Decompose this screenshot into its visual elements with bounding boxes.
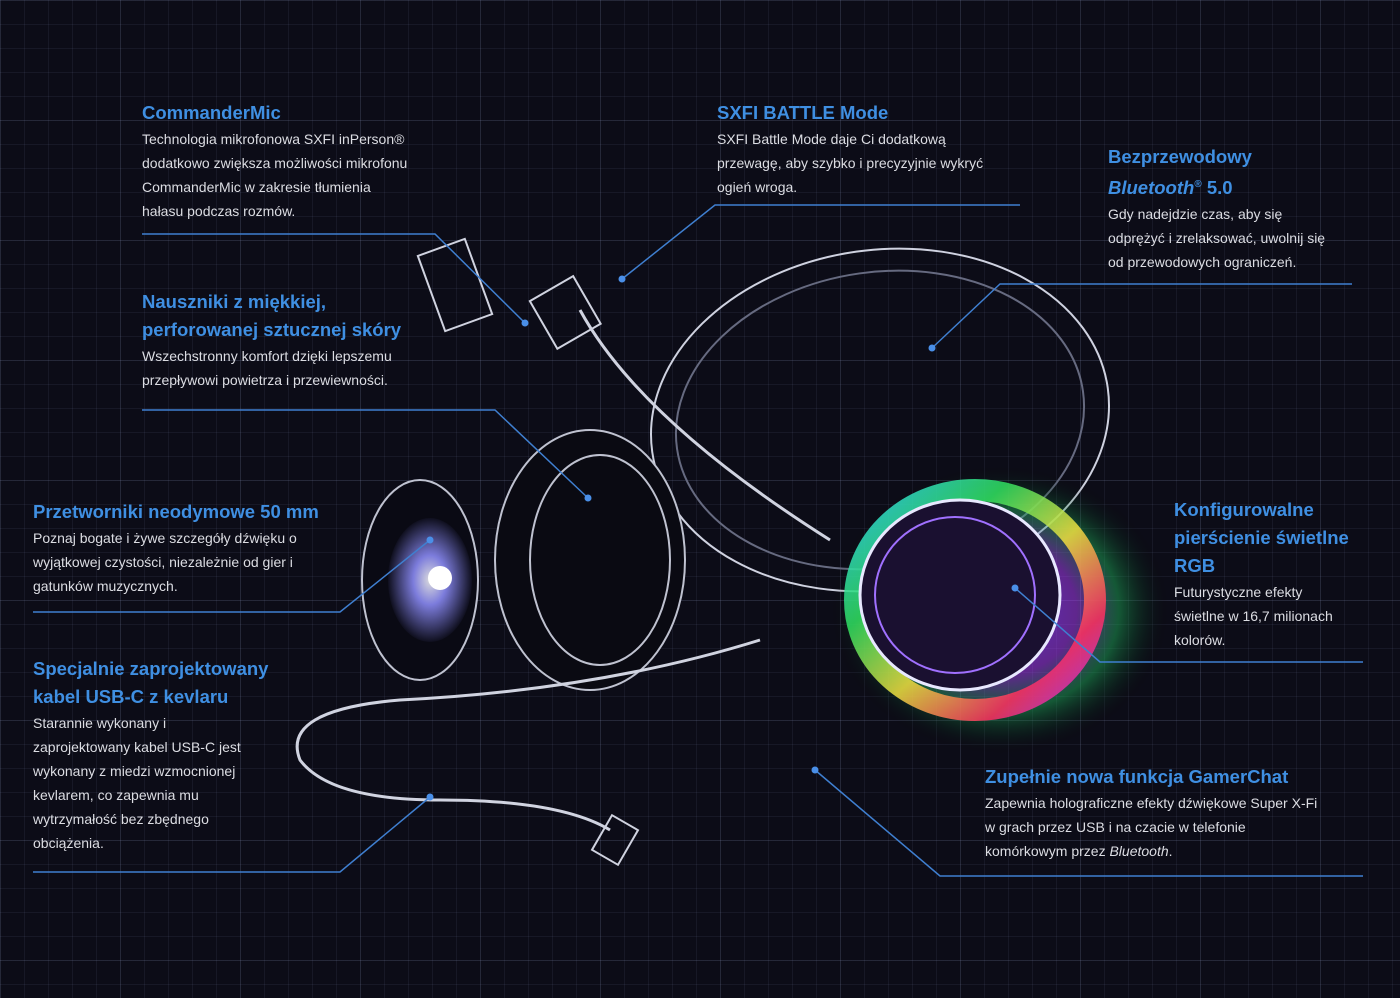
feature-drivers: Przetworniki neodymowe 50 mm Poznaj boga… [33,498,319,598]
feature-earpads: Nauszniki z miękkiej, perforowanej sztuc… [142,288,401,392]
feature-gamerchat: Zupełnie nowa funkcja GamerChat Zapewnia… [985,763,1317,863]
feature-title-version: 5.0 [1201,177,1233,199]
feature-title: CommanderMic [142,102,281,123]
feature-text: w grach przez USB i na czacie w telefoni… [985,819,1246,835]
feature-rgb: Konfigurowalne pierścienie świetlne RGB … [1174,496,1349,652]
earcup-rgb [830,465,1170,755]
feature-title: Specjalnie zaprojektowany [33,658,269,679]
feature-title: Nauszniki z miękkiej, [142,291,327,312]
feature-text: kolorów. [1174,632,1226,648]
feature-title: Zupełnie nowa funkcja GamerChat [985,766,1289,787]
feature-text: kevlarem, co zapewnia mu [33,787,199,803]
driver [361,479,479,681]
feature-text: Poznaj bogate i żywe szczegóły dźwięku o [33,530,297,546]
feature-text: wytrzymałość bez zbędnego [33,811,209,827]
callout-dots [426,275,1019,801]
feature-text: świetlne w 16,7 milionach [1174,608,1333,624]
feature-text-bluetooth: Bluetooth [1109,843,1169,859]
feature-text: przepływowi powietrza i przewiewności. [142,372,388,388]
feature-text: Gdy nadejdzie czas, aby się [1108,206,1283,223]
feature-text: przewagę, aby szybko i precyzyjnie wykry… [717,155,984,171]
feature-title: Konfigurowalne [1174,499,1314,520]
feature-text: obciążenia. [33,835,104,851]
feature-text: od przewodowych ograniczeń. [1108,254,1297,271]
feature-text: gatunków muzycznych. [33,578,178,594]
feature-text: Zapewnia holograficzne efekty dźwiękowe … [985,795,1318,811]
feature-text: zaprojektowany kabel USB-C jest [33,739,241,755]
feature-title: SXFI BATTLE Mode [717,102,889,123]
feature-title: kabel USB-C z kevlaru [33,686,229,707]
feature-text-end: . [1168,843,1173,859]
feature-text: Technologia mikrofonowa SXFI inPerson® [142,131,405,147]
feature-text: dodatkowo zwiększa możliwości mikrofonu [142,155,408,171]
usb-cable [295,638,761,867]
feature-text: hałasu podczas rozmów. [142,203,296,219]
callout-lines [33,204,1363,877]
feature-text: wykonany z miedzi wzmocnionej [33,763,236,779]
feature-text: CommanderMic w zakresie tłumienia [142,179,371,195]
feature-text: Futurystyczne efekty [1174,584,1303,600]
feature-battle-mode: SXFI BATTLE Mode SXFI Battle Mode daje C… [717,99,983,199]
feature-text: Wszechstronny komfort dzięki lepszemu [142,348,392,364]
feature-commandermic: CommanderMic Technologia mikrofonowa SXF… [142,99,407,223]
feature-text: Starannie wykonany i [33,715,167,731]
feature-wireless: Bezprzewodowy Bluetooth® 5.0 Gdy nadejdz… [1108,143,1325,274]
feature-title-bluetooth: Bluetooth [1108,177,1195,199]
feature-text: SXFI Battle Mode daje Ci dodatkową [717,131,946,147]
feature-text: ogień wroga. [717,179,798,195]
feature-title: RGB [1174,555,1216,576]
feature-title: Bezprzewodowy [1108,146,1252,167]
feature-text: odprężyć i zrelaksować, uwolnij się [1108,230,1326,247]
feature-text: wyjątkowej czystości, niezależnie od gie… [33,554,293,570]
feature-text: komórkowym przez [985,843,1110,859]
earpad [494,429,686,691]
feature-title: pierścienie świetlne [1174,527,1349,548]
feature-title: Przetworniki neodymowe 50 mm [33,501,319,522]
registered-mark: ® [1194,179,1202,190]
feature-cable: Specjalnie zaprojektowany kabel USB-C z … [33,655,268,855]
feature-title: perforowanej sztucznej skóry [142,319,402,340]
